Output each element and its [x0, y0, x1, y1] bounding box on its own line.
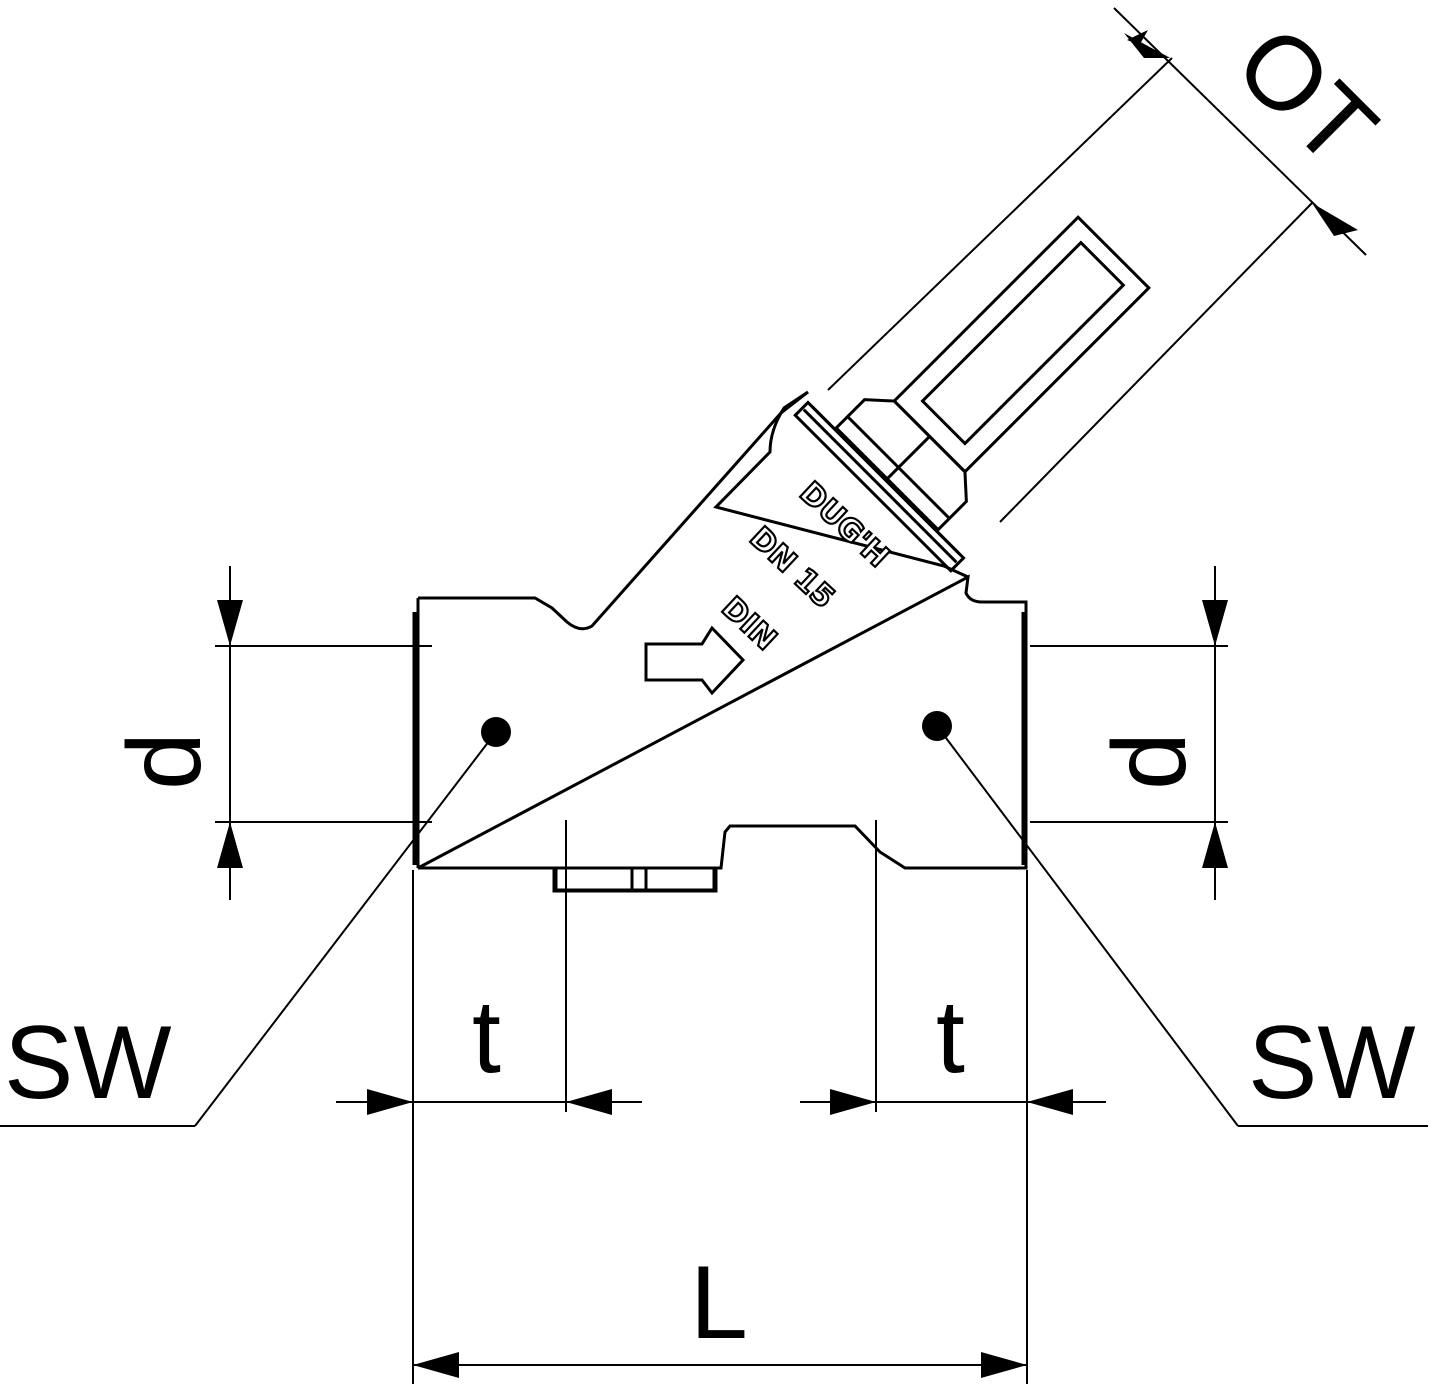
dimension-ot: [827, 7, 1367, 523]
label-d-left: d: [107, 732, 223, 790]
label-sw-left: SW: [4, 1005, 172, 1121]
dimension-l: [413, 1352, 1027, 1378]
marking-standard: DIN: [715, 590, 784, 657]
dimension-t-left: [336, 820, 642, 1384]
label-d-right: d: [1092, 732, 1208, 790]
branch-outlet: [793, 215, 1151, 573]
label-t-right: t: [936, 979, 965, 1095]
flow-arrow-icon: [644, 625, 746, 696]
dimension-t-right: [800, 820, 1106, 1384]
label-t-left: t: [472, 979, 501, 1095]
label-l: L: [690, 1245, 748, 1361]
leader-sw-right: [922, 711, 1428, 1127]
dimension-d-left: [215, 566, 432, 900]
fitting-body: [412, 390, 1028, 893]
leader-sw-left: [0, 717, 511, 1127]
label-ot: OT: [1214, 4, 1398, 188]
dimension-d-right: [1030, 566, 1228, 900]
label-sw-right: SW: [1248, 1005, 1416, 1121]
